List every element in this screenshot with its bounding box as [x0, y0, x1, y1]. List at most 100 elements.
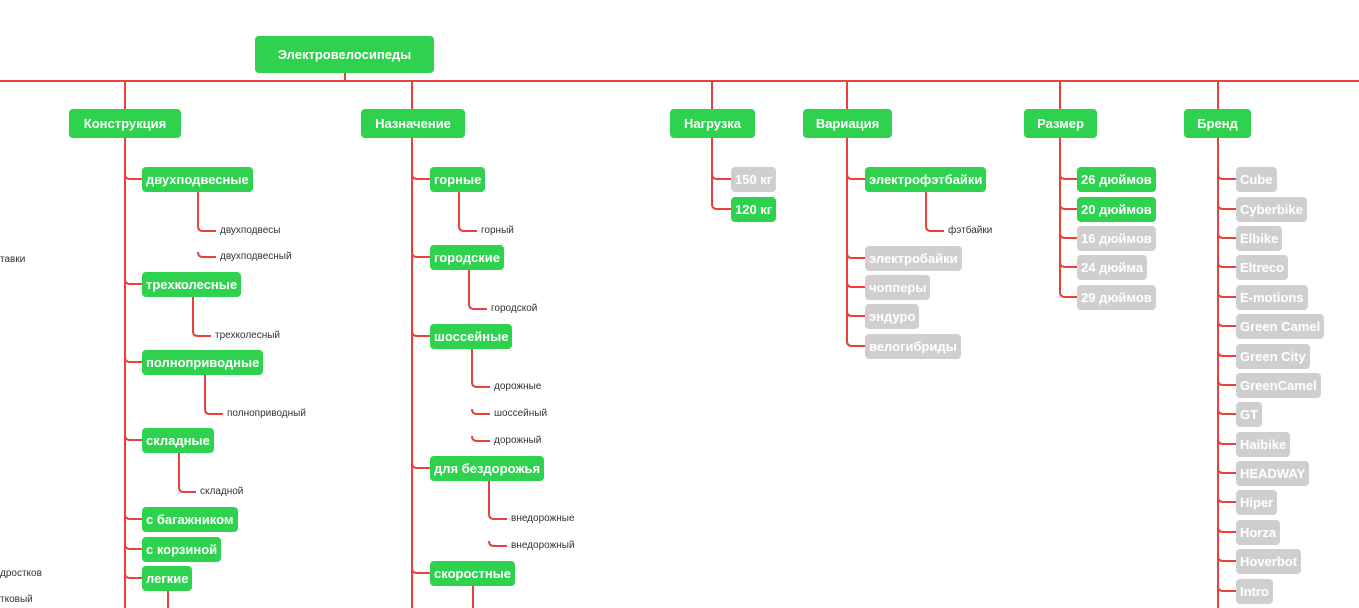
brand-item[interactable]: Hoverbot [1236, 549, 1302, 574]
brand-item[interactable]: Elbike [1236, 226, 1283, 251]
connector-line [204, 408, 223, 415]
variation-item-active[interactable]: электрофэтбайки [865, 167, 987, 192]
size-item-inactive[interactable]: 29 дюймов [1077, 285, 1156, 310]
load-item-active[interactable]: 120 кг [731, 197, 777, 222]
connector-line [1217, 291, 1236, 298]
construction-item[interactable]: двухподвесные [142, 167, 253, 192]
size-item-active[interactable]: 20 дюймов [1077, 197, 1156, 222]
brand-item[interactable]: Hiper [1236, 490, 1278, 515]
connector-line [1217, 438, 1236, 445]
purpose-item[interactable]: скоростные [430, 561, 515, 586]
connector-line [925, 225, 944, 232]
connector-line [411, 462, 430, 469]
keyword-leaf: полноприводный [227, 408, 306, 419]
keyword-leaf: шоссейный [494, 408, 548, 419]
connector-line [1059, 261, 1077, 268]
connector-line [846, 173, 865, 180]
connector-line [411, 173, 430, 180]
brand-item[interactable]: Green Camel [1236, 314, 1325, 339]
connector-line [1217, 203, 1236, 210]
connector-line [124, 434, 142, 441]
variation-item-inactive[interactable]: электробайки [865, 246, 962, 271]
construction-item[interactable]: легкие [142, 566, 193, 591]
brand-item[interactable]: HEADWAY [1236, 461, 1310, 486]
keyword-leaf: складной [200, 486, 244, 497]
connector-line [411, 251, 430, 258]
connector-line [1217, 261, 1236, 268]
size-item-inactive[interactable]: 24 дюйма [1077, 255, 1148, 280]
category-variation[interactable]: Вариация [803, 109, 892, 138]
category-size[interactable]: Размер [1024, 109, 1097, 138]
keyword-leaf: внедорожные [511, 513, 575, 524]
purpose-item[interactable]: шоссейные [430, 324, 513, 349]
edge-label: тковый [0, 594, 33, 605]
connector-line [197, 225, 216, 232]
construction-item[interactable]: с корзиной [142, 537, 222, 562]
connector-line [124, 356, 142, 363]
connector-line [1217, 585, 1236, 592]
connector-line [488, 513, 507, 520]
keyword-leaf: дорожный [494, 435, 542, 446]
construction-item[interactable]: с багажником [142, 507, 238, 532]
category-construction[interactable]: Конструкция [69, 109, 181, 138]
construction-item[interactable]: складные [142, 428, 214, 453]
construction-item[interactable]: полноприводные [142, 350, 264, 375]
connector-line [468, 303, 487, 310]
keyword-leaf: двухподвесный [220, 251, 292, 262]
keyword-leaf: городской [491, 303, 538, 314]
brand-item[interactable]: GT [1236, 402, 1263, 427]
connector-line [411, 330, 430, 337]
construction-item[interactable]: трехколесные [142, 272, 242, 297]
connector-line [1217, 232, 1236, 239]
connector-line [1217, 526, 1236, 533]
connector-line [1217, 173, 1236, 180]
variation-item-inactive[interactable]: эндуро [865, 304, 920, 329]
brand-item[interactable]: Cyberbike [1236, 197, 1307, 222]
root-node[interactable]: Электровелосипеды [255, 36, 434, 73]
connector-line [846, 340, 865, 347]
edge-label: тавки [0, 254, 26, 265]
brand-item[interactable]: Horza [1236, 520, 1281, 545]
connector-line [488, 540, 507, 547]
category-load[interactable]: Нагрузка [670, 109, 755, 138]
connector-line [124, 173, 142, 180]
connector-line [1217, 379, 1236, 386]
category-purpose[interactable]: Назначение [361, 109, 465, 138]
purpose-item[interactable]: горные [430, 167, 486, 192]
connector-line [1059, 232, 1077, 239]
connector-line [1059, 291, 1077, 298]
category-brand[interactable]: Бренд [1184, 109, 1251, 138]
brand-item[interactable]: Intro [1236, 579, 1273, 604]
connector-line [846, 310, 865, 317]
brand-item[interactable]: Haibike [1236, 432, 1291, 457]
variation-item-inactive[interactable]: велогибриды [865, 334, 961, 359]
connector-line [458, 225, 477, 232]
connector-line [711, 173, 731, 180]
brand-item[interactable]: GreenCamel [1236, 373, 1321, 398]
connector-line [124, 278, 142, 285]
variation-item-inactive[interactable]: чопперы [865, 275, 931, 300]
connector-line [178, 486, 196, 493]
brand-item[interactable]: E-motions [1236, 285, 1308, 310]
connector-line [124, 543, 142, 550]
load-item-inactive[interactable]: 150 кг [731, 167, 777, 192]
connector-line [1059, 203, 1077, 210]
size-item-inactive[interactable]: 16 дюймов [1077, 226, 1156, 251]
keyword-leaf: горный [481, 225, 514, 236]
keyword-leaf: дорожные [494, 381, 542, 392]
edge-label: дростков [0, 568, 42, 579]
connector-line [192, 330, 211, 337]
brand-item[interactable]: Green City [1236, 344, 1310, 369]
connector-line [124, 572, 142, 579]
connector-line [124, 513, 142, 520]
purpose-item[interactable]: для бездорожья [430, 456, 545, 481]
connector-line [1217, 467, 1236, 474]
purpose-item[interactable]: городские [430, 245, 504, 270]
connector-line [846, 252, 865, 259]
connector-line [471, 435, 490, 442]
size-item-active[interactable]: 26 дюймов [1077, 167, 1156, 192]
connector-line [1059, 173, 1077, 180]
brand-item[interactable]: Cube [1236, 167, 1277, 192]
brand-item[interactable]: Eltreco [1236, 255, 1289, 280]
